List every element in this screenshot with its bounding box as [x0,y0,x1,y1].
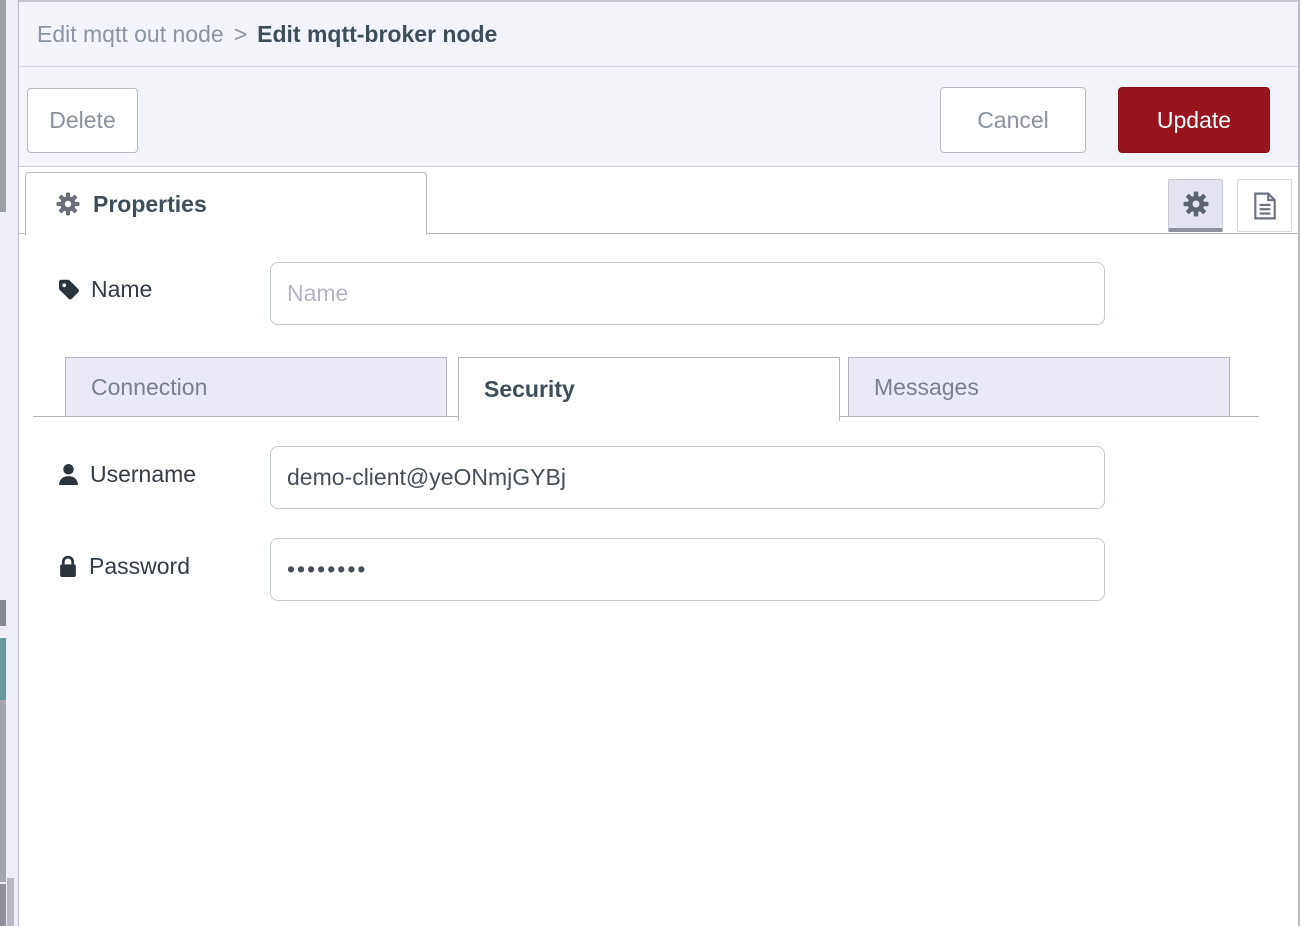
tab-security-label: Security [484,376,575,402]
update-button[interactable]: Update [1118,87,1270,153]
tag-icon [58,279,80,301]
breadcrumb: Edit mqtt out node > Edit mqtt-broker no… [19,0,1298,67]
workspace-fragment [0,0,6,212]
workspace-fragment [0,700,6,882]
user-icon [58,463,79,486]
document-icon [1252,192,1278,220]
password-field-label: Password [58,553,190,580]
tab-connection[interactable]: Connection [65,357,447,417]
breadcrumb-separator: > [233,20,248,47]
name-field-label: Name [58,276,152,303]
cancel-button[interactable]: Cancel [940,87,1086,153]
name-label-text: Name [91,276,153,302]
lock-icon [58,555,78,578]
gear-icon [56,192,80,216]
tab-messages-label: Messages [874,373,979,400]
node-help-button[interactable] [1237,179,1292,232]
tab-properties[interactable]: Properties [25,172,427,235]
workspace-fragment [0,600,6,626]
node-settings-button[interactable] [1168,179,1223,232]
username-field-label: Username [58,461,196,488]
breadcrumb-current: Edit mqtt-broker node [257,20,498,47]
workspace-fragment-node [0,638,6,700]
tab-security[interactable]: Security [458,357,840,421]
username-label-text: Username [90,461,197,487]
workspace-fragment [0,884,6,926]
username-input[interactable] [270,446,1105,509]
name-input[interactable] [270,262,1105,325]
dialog-toolbar: Delete Cancel Update [19,67,1298,167]
password-input[interactable] [270,538,1105,601]
workspace-scrollbar[interactable] [7,878,14,926]
delete-button[interactable]: Delete [27,88,138,153]
breadcrumb-parent[interactable]: Edit mqtt out node [37,20,224,47]
tab-properties-label: Properties [93,190,207,217]
tab-connection-label: Connection [91,373,208,400]
tab-messages[interactable]: Messages [848,357,1230,417]
password-label-text: Password [89,553,190,579]
gear-icon [1183,191,1209,217]
